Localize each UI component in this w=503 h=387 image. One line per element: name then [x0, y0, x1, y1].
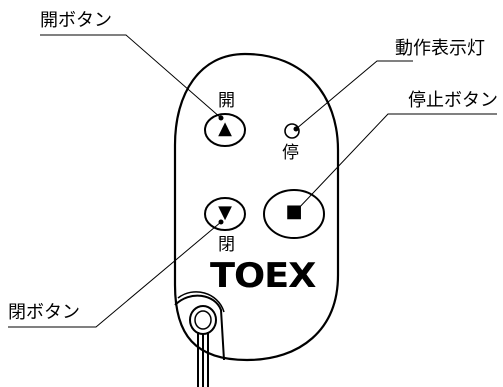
callout-dot-indicator: [293, 126, 299, 132]
strap-inner-outline: [177, 291, 225, 313]
stop-button-callout-label: 停止ボタン: [408, 90, 498, 111]
close-button-callout-label: 閉ボタン: [8, 302, 80, 323]
callout-line-open: [40, 34, 222, 119]
stop-button: [263, 189, 325, 239]
open-button-callout-label: 開ボタン: [40, 10, 112, 31]
close-triangle-icon: ▼: [218, 202, 232, 223]
close-caption: 閉: [218, 235, 235, 255]
open-triangle-icon: ▲: [218, 118, 232, 139]
indicator-light-callout-label: 動作表示灯: [395, 38, 485, 59]
callout-dot-stop: [293, 208, 299, 214]
close-button: [204, 197, 246, 231]
callout-line-indicator: [295, 60, 413, 130]
callout-line-close: [8, 221, 222, 328]
open-caption: 開: [218, 91, 235, 111]
open-button: [204, 113, 246, 147]
stop-caption: 停: [282, 143, 299, 163]
callout-dot-close: [218, 219, 224, 225]
callout-line-stop: [295, 113, 497, 212]
strap-outline: [174, 294, 225, 361]
callout-dot-open: [218, 115, 224, 121]
toex-logo: TOEX: [210, 256, 316, 296]
stop-square-icon: ■: [285, 201, 303, 222]
strap-ring-hole: [194, 310, 212, 330]
